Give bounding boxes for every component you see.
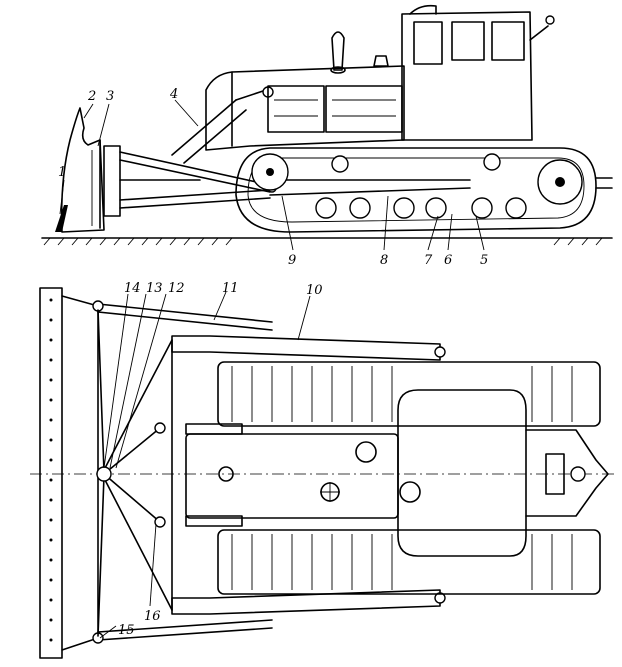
lift-cylinder [171, 86, 274, 164]
tractor-hull-plan [185, 389, 609, 557]
callout-12: 12 [168, 281, 185, 296]
callout-9: 9 [288, 253, 296, 268]
plan-leader-lines [99, 291, 311, 639]
callout-15: 15 [118, 623, 135, 638]
side-view: 1 2 3 4 5 6 7 8 9 [41, 4, 613, 268]
track-plan-upper [217, 361, 601, 427]
blade-side [55, 107, 105, 233]
callout-11: 11 [222, 281, 239, 296]
callout-14: 14 [124, 281, 141, 296]
tractor-body [205, 4, 555, 151]
callout-10: 10 [306, 283, 323, 298]
callout-13: 13 [146, 281, 163, 296]
side-frames [171, 335, 446, 615]
callout-1: 1 [58, 165, 66, 180]
callout-8: 8 [380, 253, 388, 268]
push-arms [92, 300, 273, 644]
callout-4: 4 [169, 87, 178, 102]
callout-16: 16 [144, 609, 161, 624]
plan-view: 10 11 12 13 14 15 16 [30, 281, 614, 659]
callout-6: 6 [444, 253, 452, 268]
blade-plan [39, 287, 99, 659]
callout-2: 2 [87, 89, 96, 104]
track-plan-lower [217, 529, 601, 595]
track-side [235, 147, 613, 233]
push-frame [103, 145, 471, 217]
callout-5: 5 [480, 253, 488, 268]
callout-7: 7 [424, 253, 433, 268]
ground-line [41, 237, 613, 246]
callout-3: 3 [106, 89, 114, 104]
side-leader-lines [59, 99, 485, 251]
